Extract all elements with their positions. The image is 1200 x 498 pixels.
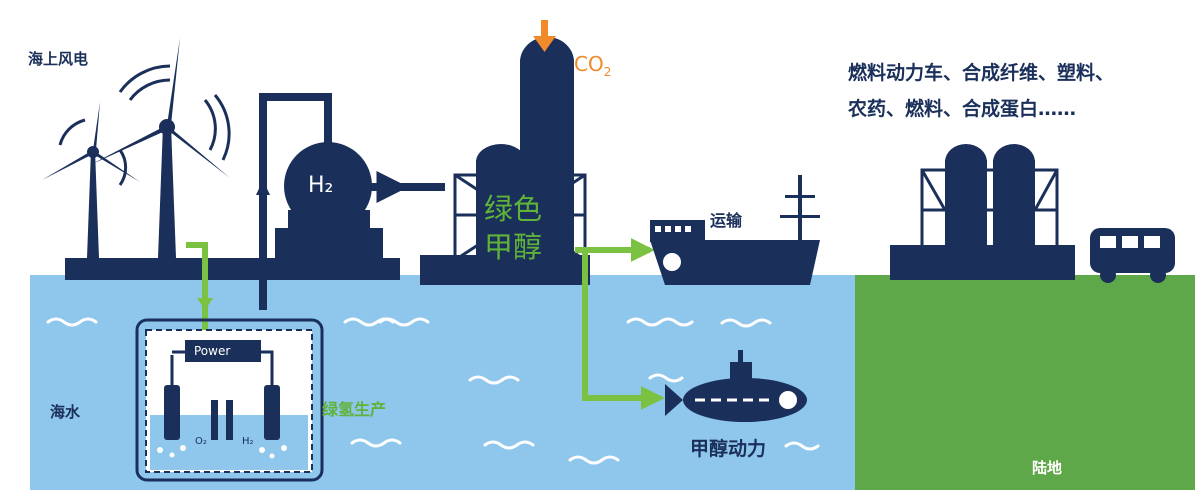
land-van [1090, 228, 1175, 283]
methanol-plant [420, 37, 590, 285]
pipe-up-arrow [256, 180, 270, 195]
power-label: Power [194, 344, 231, 358]
transport-ship [650, 175, 820, 285]
green-methanol-line2: 甲醇 [484, 230, 543, 264]
wind-arcs [58, 64, 231, 186]
electrolysis-unit [135, 318, 324, 482]
green-methanol-line1: 绿色 [484, 192, 543, 226]
offshore-wind-label: 海上风电 [28, 50, 89, 68]
land-area [855, 275, 1195, 490]
h2-tank-label: H₂ [308, 173, 334, 198]
land-factory [890, 144, 1075, 280]
uses-line2: 农药、燃料、合成蛋白…… [848, 98, 1077, 120]
oxygen-label: O₂ [195, 436, 207, 447]
methanol-power-label: 甲醇动力 [690, 438, 767, 460]
hydrogen-small-label: H₂ [242, 436, 254, 447]
green-hydrogen-label: 绿氢生产 [322, 400, 387, 419]
green-power-arrows [186, 238, 665, 410]
wind-turbine-small [42, 102, 140, 258]
uses-line1: 燃料动力车、合成纤维、塑料、 [848, 62, 1115, 84]
wind-turbine-large [90, 38, 230, 258]
co2-arrow [533, 20, 556, 52]
methanol-submarine [665, 350, 807, 422]
hydrogen-tank [275, 142, 383, 258]
land-label: 陆地 [1032, 459, 1063, 477]
wind-platform [65, 258, 400, 280]
transport-label: 运输 [710, 211, 743, 230]
sea-waves [46, 317, 820, 465]
seawater-label: 海水 [50, 403, 81, 421]
co2-label: CO2 [574, 52, 612, 79]
green-down-arrow [197, 298, 213, 310]
